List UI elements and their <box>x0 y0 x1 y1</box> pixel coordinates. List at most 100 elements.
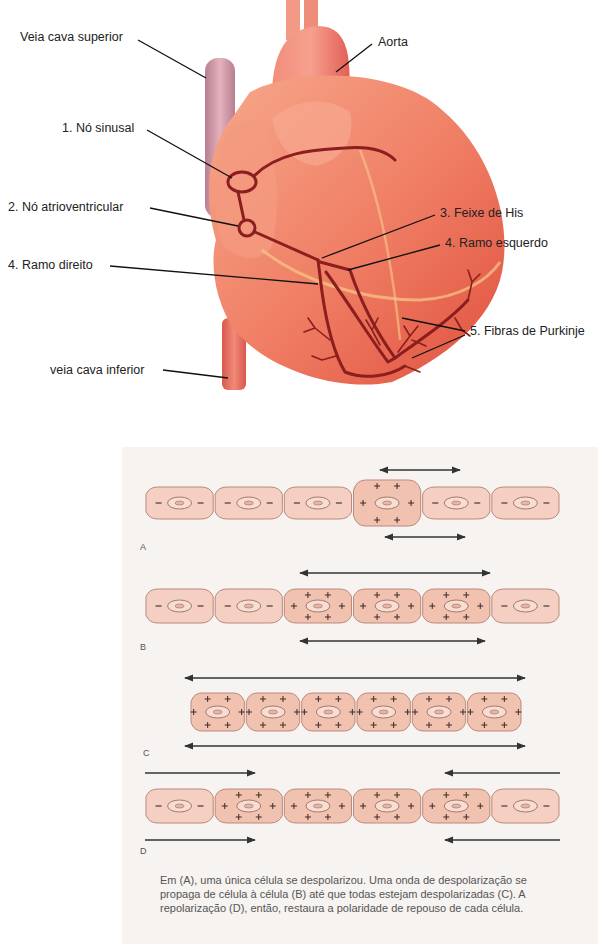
charge-plus <box>291 603 297 609</box>
cell-rows <box>146 480 559 823</box>
charge-minus <box>336 502 342 503</box>
charge-plus <box>374 517 380 523</box>
charge-plus <box>429 603 435 609</box>
heart <box>209 76 505 385</box>
charge-plus <box>463 592 469 598</box>
nucleolus <box>244 604 253 608</box>
charge-plus <box>291 803 297 809</box>
charge-plus <box>477 803 483 809</box>
cell <box>412 693 465 731</box>
charge-plus <box>256 792 262 798</box>
nucleolus <box>452 604 461 608</box>
cell-nucleus <box>306 497 330 509</box>
charge-plus <box>394 792 400 798</box>
nucleolus <box>313 501 322 505</box>
charge-plus <box>246 709 252 715</box>
charge-plus <box>305 814 311 820</box>
charge-plus <box>394 592 400 598</box>
charge-plus <box>205 722 211 728</box>
charge-plus <box>191 709 197 715</box>
charge-plus <box>335 722 341 728</box>
charge-minus <box>294 502 300 503</box>
row-letter: B <box>140 642 146 652</box>
nucleolus <box>383 604 392 608</box>
charge-plus <box>394 614 400 620</box>
charge-minus <box>156 605 162 606</box>
cell-nucleus <box>375 600 399 612</box>
charge-plus <box>460 709 466 715</box>
charge-plus <box>256 814 262 820</box>
charge-plus <box>236 792 242 798</box>
cell-nucleus <box>306 600 330 612</box>
propagation-arrows <box>145 470 560 840</box>
charge-minus <box>267 605 273 606</box>
cell <box>423 789 490 823</box>
charge-minus <box>543 605 549 606</box>
charge-plus <box>236 814 242 820</box>
row-letter: C <box>143 748 150 758</box>
callout-label: 5. Fibras de Purkinje <box>470 324 585 338</box>
charge-plus <box>429 803 435 809</box>
charge-plus <box>371 722 377 728</box>
cell-nucleus <box>168 497 192 509</box>
charge-plus <box>463 614 469 620</box>
nucleolus <box>452 501 461 505</box>
charge-plus <box>360 603 366 609</box>
charge-minus <box>198 805 204 806</box>
charge-plus <box>325 614 331 620</box>
callout-label: 2. Nó atrioventricular <box>8 200 123 214</box>
cell-nucleus <box>375 497 399 509</box>
charge-plus <box>501 722 507 728</box>
charge-plus <box>408 603 414 609</box>
nucleolus <box>269 710 278 714</box>
charge-plus <box>374 592 380 598</box>
cell <box>492 789 559 823</box>
figure-ground <box>122 447 598 944</box>
callout-label: 4. Ramo esquerdo <box>445 236 548 250</box>
cell <box>423 589 490 623</box>
charge-plus <box>374 792 380 798</box>
charge-plus <box>357 709 363 715</box>
charge-plus <box>374 814 380 820</box>
nucleolus <box>452 804 461 808</box>
nucleolus <box>313 604 322 608</box>
charge-plus <box>391 722 397 728</box>
charge-minus <box>474 502 480 503</box>
cell <box>492 487 559 519</box>
charge-plus <box>374 483 380 489</box>
charge-minus <box>501 805 507 806</box>
cell-nucleus <box>444 800 468 812</box>
charge-plus <box>463 792 469 798</box>
charge-plus <box>405 709 411 715</box>
charge-plus <box>463 814 469 820</box>
cell-nucleus <box>316 706 340 718</box>
charge-plus <box>260 722 266 728</box>
cell-nucleus <box>168 800 192 812</box>
charge-plus <box>443 814 449 820</box>
figure-caption: Em (A), uma única célula se despolarizou… <box>160 874 550 915</box>
charge-plus <box>374 614 380 620</box>
charge-minus <box>156 805 162 806</box>
cell-nucleus <box>237 800 261 812</box>
cell-nucleus <box>375 800 399 812</box>
nucleolus <box>244 804 253 808</box>
charge-plus <box>446 696 452 702</box>
charge-plus <box>349 709 355 715</box>
charge-plus <box>335 696 341 702</box>
charge-plus <box>501 696 507 702</box>
cell-nucleus <box>513 800 537 812</box>
cell-nucleus <box>444 600 468 612</box>
charge-plus <box>443 792 449 798</box>
charge-plus <box>443 592 449 598</box>
charge-minus <box>198 502 204 503</box>
cell-nucleus <box>513 600 537 612</box>
nucleolus <box>521 604 530 608</box>
charge-plus <box>325 792 331 798</box>
cell <box>146 589 213 623</box>
cell <box>357 693 410 731</box>
cell <box>354 480 421 526</box>
charge-plus <box>301 709 307 715</box>
cell <box>215 789 282 823</box>
conduction-system <box>228 148 468 377</box>
